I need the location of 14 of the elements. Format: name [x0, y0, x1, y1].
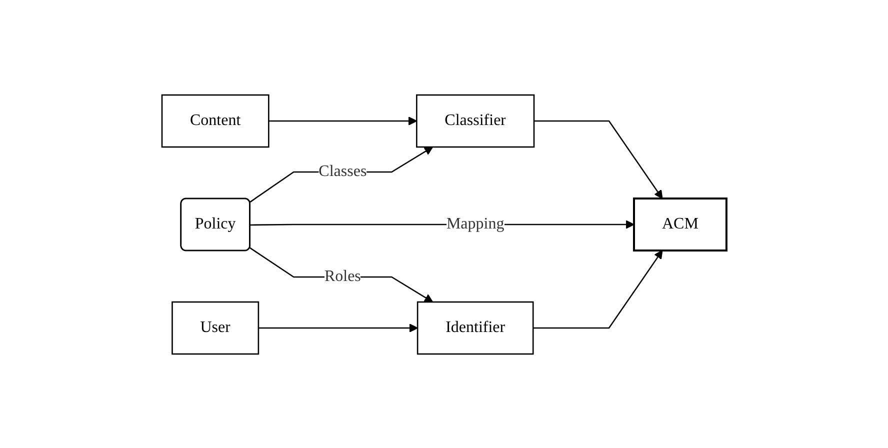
node-box: Identifier [416, 300, 534, 354]
edge-label: Mapping [446, 215, 504, 232]
node-box: ACM [632, 197, 728, 251]
edge-label: Roles [324, 268, 361, 284]
arrow [534, 120, 662, 198]
arrow [249, 146, 433, 202]
arrow [249, 246, 433, 302]
edge-label: Classes [318, 162, 366, 180]
node-box: User [171, 300, 259, 354]
node-box: Content [161, 94, 270, 148]
arrow [268, 116, 417, 125]
arrow [258, 323, 418, 332]
node-box: Classifier [416, 94, 534, 148]
arrow [532, 250, 662, 328]
